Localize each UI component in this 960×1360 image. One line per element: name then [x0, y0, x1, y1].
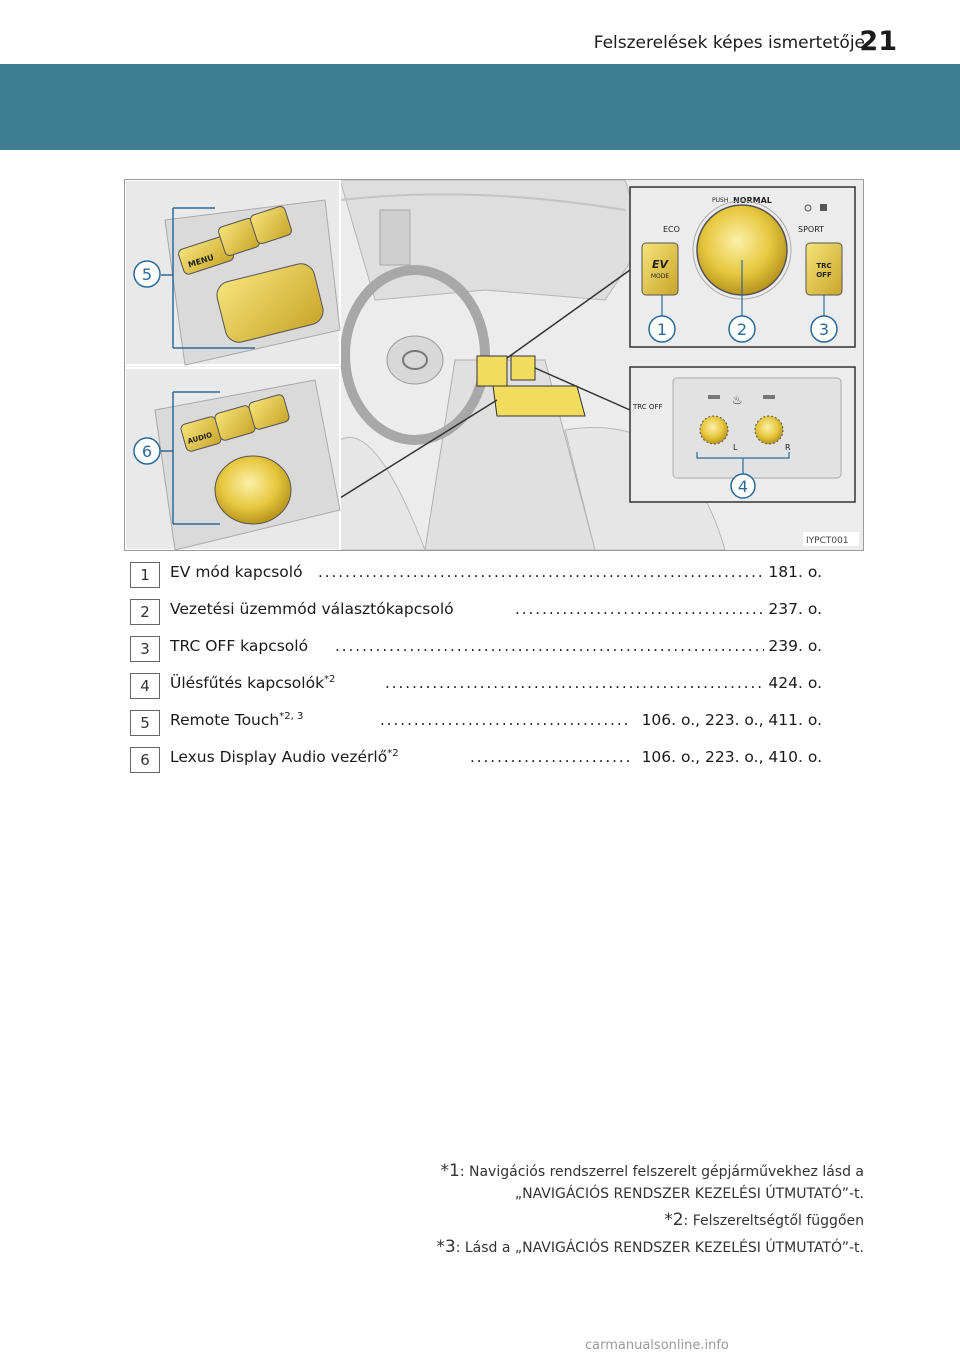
scene-drive-mode-highlight — [476, 355, 508, 387]
item-number: 4 — [130, 673, 160, 699]
callout-4 — [730, 473, 756, 499]
ev-label: EV — [652, 258, 670, 271]
list-item: 1 EV mód kapcsoló ......................… — [130, 560, 830, 597]
item-number: 1 — [130, 562, 160, 588]
callout-2 — [728, 315, 756, 343]
right-label: R — [785, 443, 791, 452]
windshield-line — [339, 193, 626, 211]
list-item: 6 Lexus Display Audio vezérlő*2 ........… — [130, 745, 830, 782]
item-number: 5 — [130, 710, 160, 736]
lock-icon — [820, 204, 827, 211]
seat-left — [339, 436, 426, 550]
interior-illustration: MENU 5 AUDIO 6 PUSH NORMAL ECO SPORT EV … — [124, 179, 864, 551]
list-item: 5 Remote Touch*2, 3 ....................… — [130, 708, 830, 745]
sport-label: SPORT — [798, 225, 824, 234]
heater-level-left — [708, 395, 720, 399]
item-label: Ülésfűtés kapcsolók*2 — [170, 674, 336, 693]
item-page-ref[interactable]: 239. o. — [764, 637, 822, 655]
item-label: EV mód kapcsoló — [170, 563, 303, 582]
scene-seat-heater-highlight — [510, 355, 536, 381]
footnotes: *1: Navigációs rendszerrel felszerelt gé… — [436, 1160, 864, 1263]
figure-code-box — [803, 532, 859, 546]
item-label: Vezetési üzemmód választókapcsoló — [170, 600, 454, 619]
callout-2-label: 2 — [737, 320, 747, 339]
item-label: Remote Touch*2, 3 — [170, 711, 304, 730]
ev-mode-button — [641, 242, 679, 296]
callout-1-label: 1 — [657, 320, 667, 339]
connector-top — [506, 269, 631, 359]
item-number: 6 — [130, 747, 160, 773]
footnote: *3: Lásd a „NAVIGÁCIÓS RENDSZER KEZELÉSI… — [436, 1237, 864, 1257]
push-label: PUSH — [712, 197, 728, 204]
connector-mid — [534, 367, 631, 411]
item-page-ref[interactable]: 106. o., 223. o., 410. o. — [637, 748, 822, 766]
list-item: 2 Vezetési üzemmód választókapcsoló ....… — [130, 597, 830, 634]
normal-label: NORMAL — [733, 196, 772, 205]
item-number: 3 — [130, 636, 160, 662]
indicator-dot — [804, 204, 812, 212]
trc-off-side-label: TRC OFF — [632, 403, 662, 411]
lexus-logo — [402, 350, 428, 370]
item-label: TRC OFF kapcsoló — [170, 637, 309, 656]
heater-level-right — [763, 395, 775, 399]
seat-heater-icon: ♨ — [732, 393, 743, 407]
callout-6-label: 6 — [142, 442, 152, 461]
steering-hub — [386, 335, 444, 385]
page-number: 21 — [859, 26, 897, 57]
page-header: Felszerelések képes ismertetője 21 — [0, 0, 960, 62]
heater-knob-right — [754, 415, 784, 445]
item-label: Lexus Display Audio vezérlő*2 — [170, 748, 399, 767]
ev-mode-label: MODE — [651, 273, 670, 280]
touch-pad — [216, 263, 324, 343]
dash-display — [379, 209, 411, 266]
heater-knob-left — [699, 415, 729, 445]
trc-label: TRC — [816, 262, 831, 270]
watermark: carmanualsonline.info — [585, 1338, 729, 1353]
callout-3-label: 3 — [819, 320, 829, 339]
item-page-ref[interactable]: 237. o. — [764, 600, 822, 618]
callout-6 — [133, 437, 161, 465]
item-page-ref[interactable]: 424. o. — [764, 674, 822, 692]
scene-remote-highlight — [492, 385, 586, 417]
callout-1 — [648, 315, 676, 343]
item-number: 2 — [130, 599, 160, 625]
back-key — [248, 394, 290, 430]
callout-5-label: 5 — [142, 265, 152, 284]
item-list: 1 EV mód kapcsoló ......................… — [130, 560, 830, 782]
callout-4-label: 4 — [738, 477, 748, 496]
header-band — [0, 64, 960, 150]
off-label: OFF — [816, 271, 832, 279]
callout-5 — [133, 260, 161, 288]
item-page-ref[interactable]: 181. o. — [764, 563, 822, 581]
home-key — [250, 205, 292, 245]
section-title: Felszerelések képes ismertetője — [593, 33, 865, 53]
left-label: L — [733, 443, 738, 452]
footnote: *1: Navigációs rendszerrel felszerelt gé… — [440, 1161, 865, 1202]
list-item: 4 Ülésfűtés kapcsolók*2 ................… — [130, 671, 830, 708]
eco-label: ECO — [663, 225, 680, 234]
connector-left — [339, 399, 498, 499]
figure-code: IYPCT001 — [806, 536, 849, 546]
control-dial — [214, 455, 292, 525]
item-page-ref[interactable]: 106. o., 223. o., 411. o. — [637, 711, 822, 729]
footnote: *2: Felszereltségtől függően — [664, 1210, 864, 1230]
callout-3 — [810, 315, 838, 343]
steering-wheel — [340, 265, 490, 445]
list-item: 3 TRC OFF kapcsoló .....................… — [130, 634, 830, 671]
